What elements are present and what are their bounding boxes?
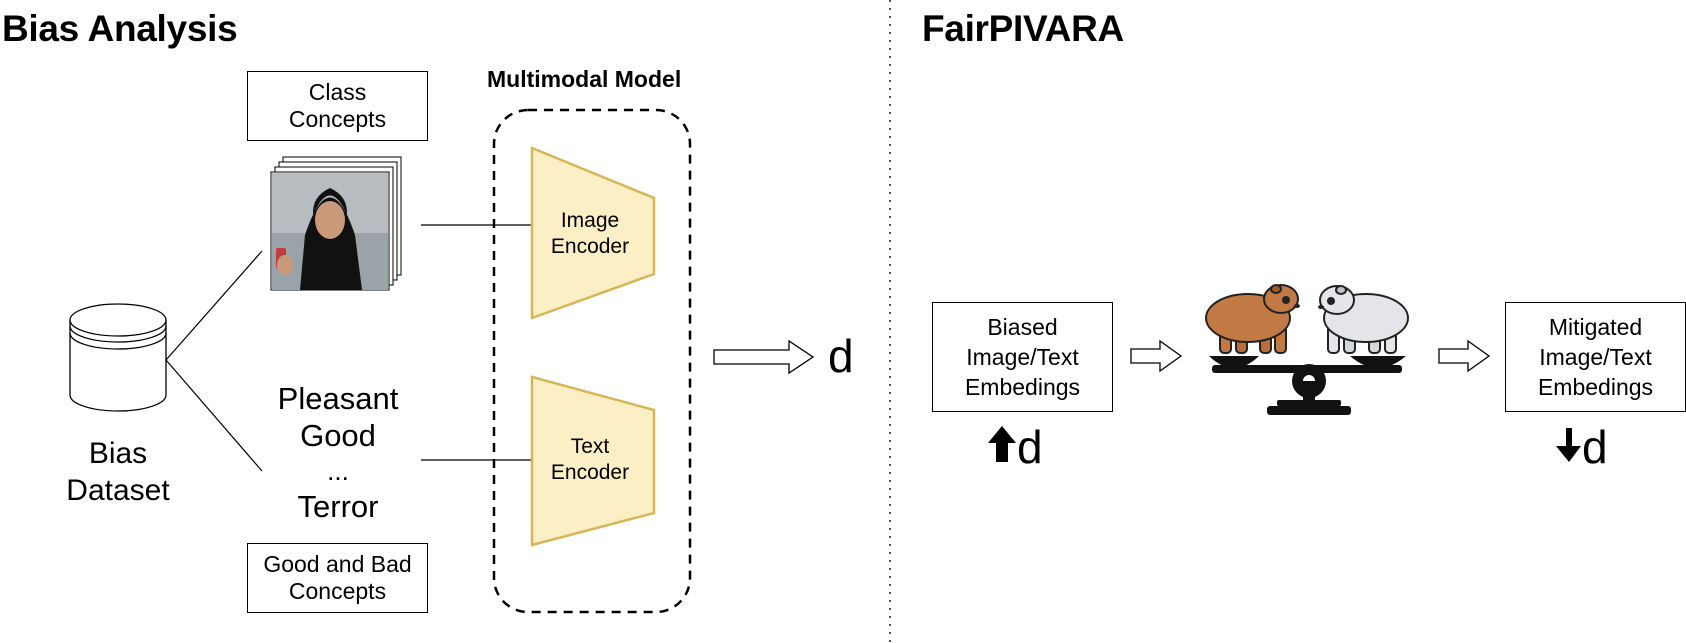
good-bad-concepts-box: Good and Bad Concepts [247, 543, 428, 613]
good-bad-line-1: Good and Bad [263, 551, 412, 577]
connector-dataset-images [165, 250, 263, 361]
class-concepts-box: Class Concepts [247, 71, 428, 141]
arrow-up-icon [988, 426, 1016, 462]
arrow-to-mitigated [1438, 339, 1491, 373]
good-bad-line-2: Concepts [288, 578, 387, 604]
biased-line-3: Embedings [964, 374, 1081, 400]
arrow-down-icon [1556, 428, 1581, 462]
text-encoder-line-1: Text [570, 435, 610, 458]
database-icon [69, 303, 167, 412]
text-encoder-label: Text Encoder [535, 434, 645, 486]
multimodal-model-label: Multimodal Model [487, 66, 682, 92]
text-encoder-line-2: Encoder [550, 461, 630, 484]
balance-scale-icon [1209, 356, 1406, 415]
word-item: Pleasant [277, 381, 399, 416]
arrow-to-scale [1130, 339, 1183, 373]
bias-dataset-line-2: Dataset [66, 474, 170, 507]
mitigated-line-3: Embedings [1537, 374, 1654, 400]
image-encoder-line-2: Encoder [550, 235, 630, 258]
image-encoder-label: Image Encoder [535, 208, 645, 260]
word-item: Good [300, 418, 376, 453]
biased-distance-label: d [1017, 421, 1043, 473]
image-encoder-shape [530, 146, 656, 320]
capybara-brown-icon [1205, 284, 1300, 354]
bias-dataset-line-1: Bias [88, 437, 148, 470]
text-encoder-shape [530, 375, 656, 547]
class-concepts-line-2: Concepts [288, 106, 387, 132]
output-arrow [713, 339, 815, 375]
bias-dataset-label: Bias Dataset [40, 435, 196, 509]
section-title-right: FairPIVARA [922, 8, 1124, 49]
biased-embeddings-box: Biased Image/Text Embedings [932, 302, 1113, 412]
word-item-ellipsis: ... [327, 456, 349, 486]
mitigated-embeddings-box: Mitigated Image/Text Embedings [1505, 302, 1686, 412]
biased-line-2: Image/Text [966, 344, 1079, 370]
mitigated-line-2: Image/Text [1539, 344, 1652, 370]
distance-symbol: d [828, 330, 854, 382]
portrait-photo [272, 173, 388, 290]
mitigated-line-1: Mitigated [1548, 314, 1643, 340]
attribute-word-list: Pleasant Good ... Terror [258, 380, 418, 525]
connector-dataset-words [165, 359, 263, 472]
biased-line-1: Biased [987, 314, 1058, 340]
multimodal-model-container [492, 108, 692, 614]
capybara-gray-icon [1318, 285, 1409, 354]
mitigated-distance-label: d [1582, 421, 1608, 473]
section-title-left: Bias Analysis [2, 8, 238, 49]
image-encoder-line-1: Image [560, 209, 620, 232]
word-item: Terror [297, 489, 379, 524]
class-concepts-line-1: Class [308, 79, 367, 105]
